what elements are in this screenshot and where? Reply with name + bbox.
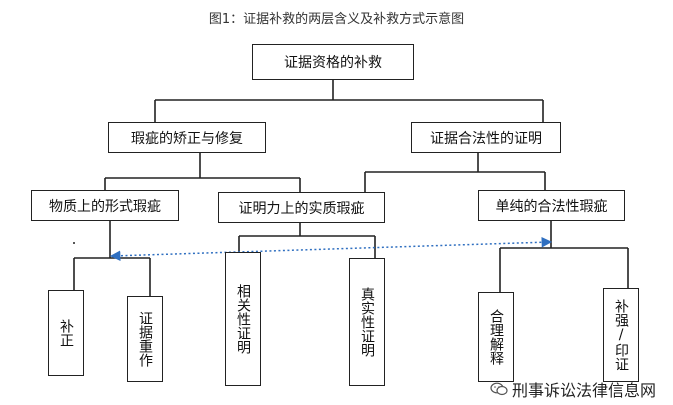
stray-dot: [73, 242, 75, 244]
wechat-icon: [490, 382, 508, 396]
node-left-main: 瑕疵的矫正与修复: [108, 122, 266, 153]
watermark-text: 刑事诉讼法律信息网: [512, 381, 657, 400]
node-root: 证据资格的补救: [252, 44, 414, 80]
leaf-relevance: 相关性证明: [225, 252, 261, 386]
leaf-authenticity: 真实性证明: [349, 258, 385, 386]
leaf-reinforce: 补强/印证: [603, 288, 639, 382]
node-physical: 物质上的形式瑕疵: [31, 190, 179, 221]
watermark: 刑事诉讼法律信息网: [490, 377, 656, 401]
dotted-double-arrow: [109, 237, 553, 261]
node-pure-legality: 单纯的合法性瑕疵: [478, 190, 625, 221]
leaf-reasonable: 合理解释: [478, 292, 514, 382]
leaf-remake: 证据重作: [127, 296, 163, 382]
node-right-main: 证据合法性的证明: [411, 122, 561, 153]
node-probative: 证明力上的实质瑕疵: [218, 192, 385, 223]
figure-title: 图1：证据补救的两层含义及补救方式示意图: [208, 12, 465, 27]
leaf-correction: 补正: [48, 290, 84, 376]
